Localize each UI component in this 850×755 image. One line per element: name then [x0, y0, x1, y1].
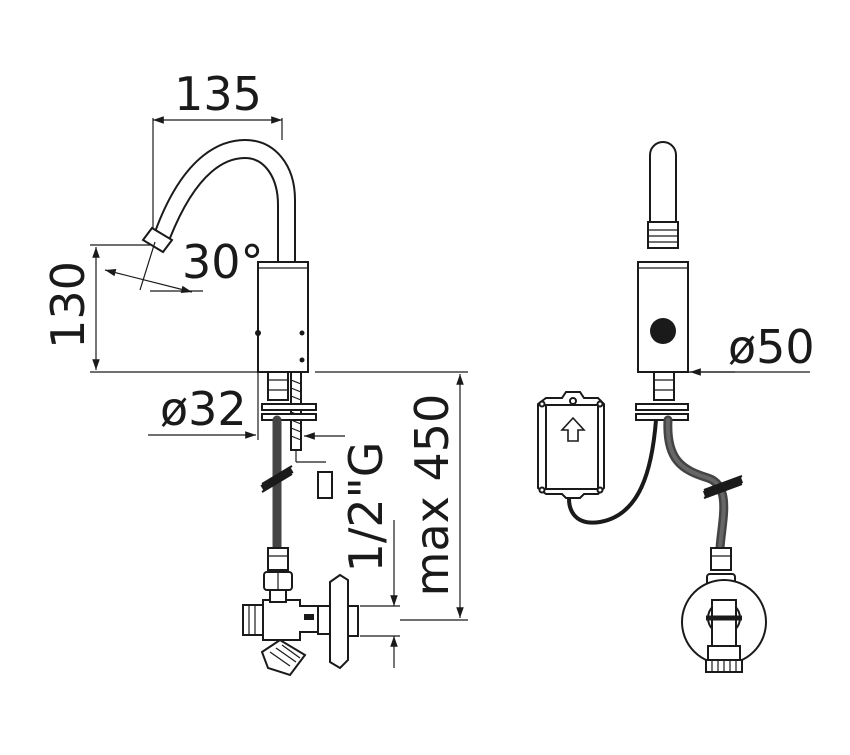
dimension-spout-height: 130 [41, 261, 95, 349]
dimension-spout-angle: 30° [182, 235, 264, 289]
dimension-body-diameter: ø32 [160, 382, 247, 436]
spout-outlet [141, 226, 174, 254]
control-box [537, 391, 605, 499]
dimension-spout-reach: 135 [174, 67, 262, 121]
faucet-body [257, 261, 309, 373]
faucet-body-front [637, 261, 689, 373]
sensor-cable [567, 419, 658, 525]
dimension-max-length: max 450 [405, 394, 459, 597]
dimension-sensor-diameter: ø50 [728, 320, 815, 374]
dimension-thread: 1/2"G [339, 442, 393, 573]
arrow-up-icon [560, 416, 586, 442]
spout-front [649, 141, 677, 233]
spout-inner [169, 156, 279, 262]
angle-valve [242, 573, 359, 677]
sensor-icon [650, 318, 676, 344]
spout-outer [154, 138, 296, 262]
angle-valve-front [681, 579, 767, 673]
front-view: ø50 [537, 141, 815, 673]
side-view: 135 30° 130 ø32 1/2"G max 450 [41, 67, 468, 677]
